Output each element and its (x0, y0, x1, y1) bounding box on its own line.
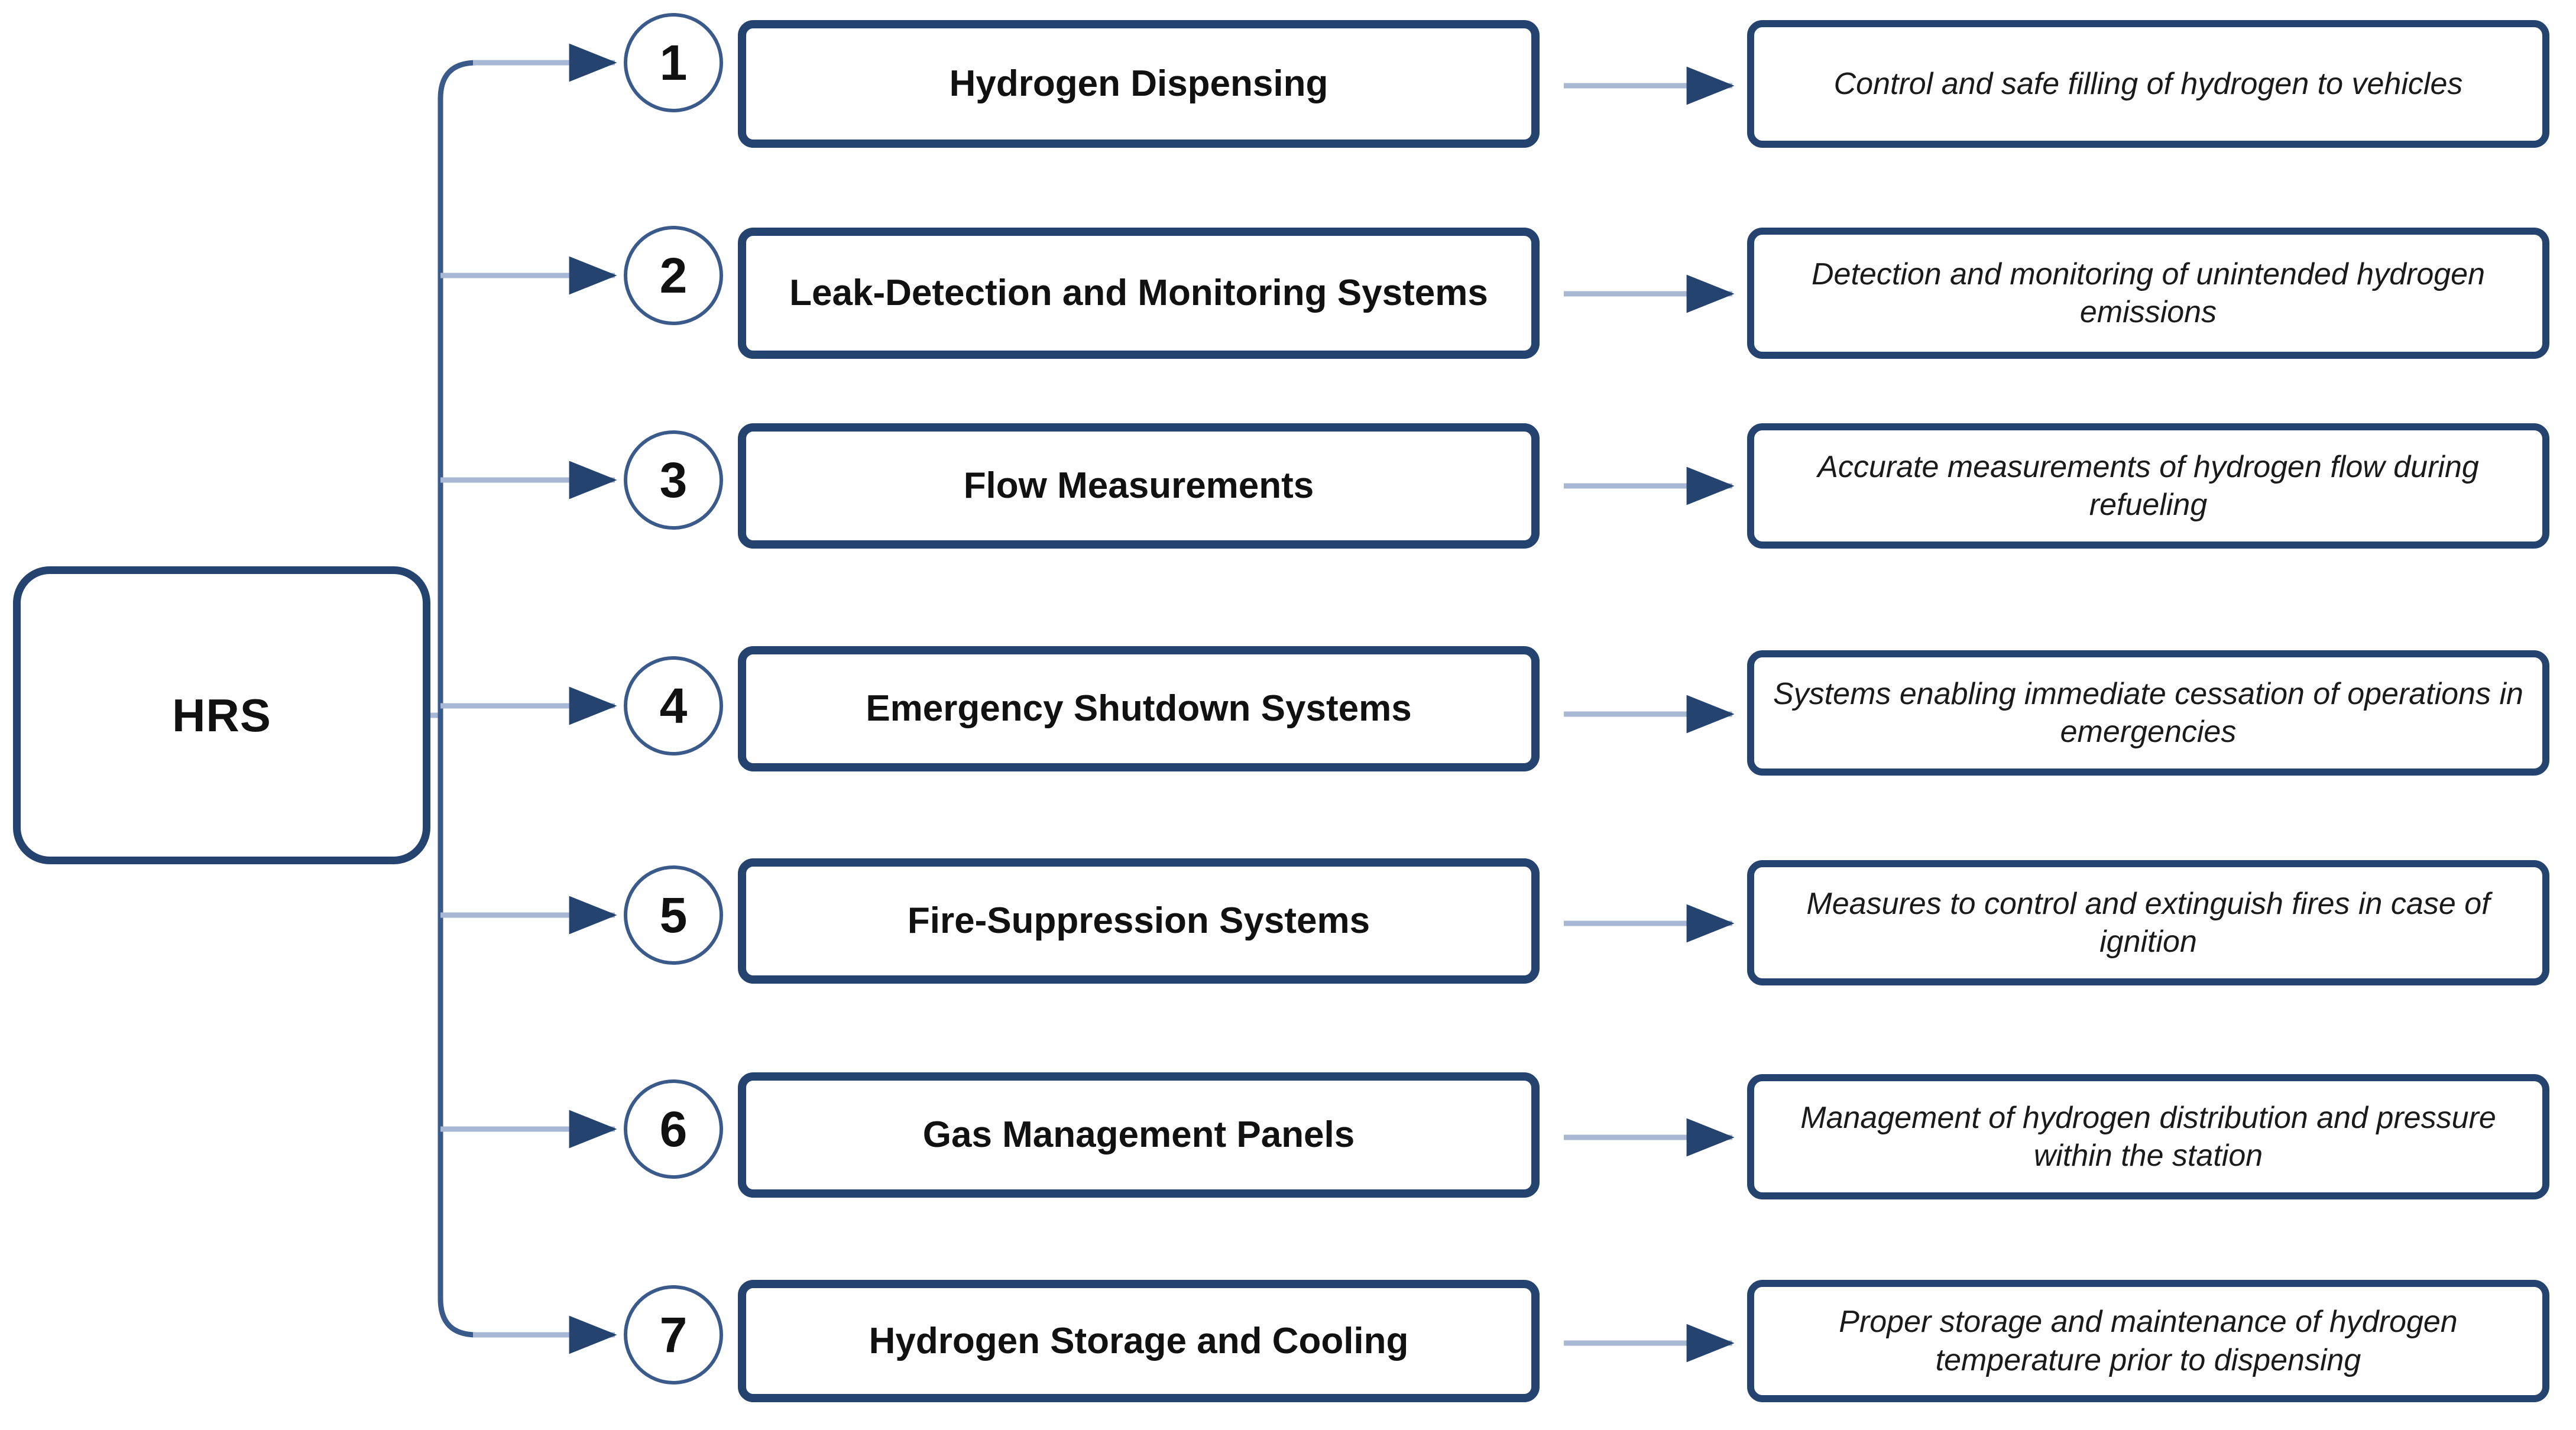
description-box-5-text: Measures to control and extinguish fires… (1806, 886, 2490, 959)
title-box-4-label: Emergency Shutdown Systems (866, 688, 1412, 729)
number-circle-6[interactable]: 6 (624, 1079, 723, 1179)
number-circle-4-label: 4 (659, 678, 688, 734)
title-box-1-label: Hydrogen Dispensing (949, 63, 1328, 105)
description-box-7[interactable]: Proper storage and maintenance of hydrog… (1747, 1280, 2549, 1402)
number-circle-5[interactable]: 5 (624, 865, 723, 965)
root-node-label: HRS (172, 689, 271, 741)
description-box-3-text: Accurate measurements of hydrogen flow d… (1817, 449, 2479, 522)
title-box-3-label: Flow Measurements (963, 465, 1314, 507)
description-box-3[interactable]: Accurate measurements of hydrogen flow d… (1747, 423, 2549, 549)
description-box-2[interactable]: Detection and monitoring of unintended h… (1747, 228, 2549, 359)
description-box-7-text: Proper storage and maintenance of hydrog… (1839, 1305, 2458, 1377)
trunk-line (438, 60, 479, 1338)
number-circle-1-label: 1 (659, 35, 688, 90)
number-circle-3[interactable]: 3 (624, 430, 723, 530)
number-circle-3-label: 3 (659, 452, 688, 508)
title-box-3[interactable]: Flow Measurements (738, 423, 1540, 549)
description-box-1-text: Control and safe filling of hydrogen to … (1833, 66, 2463, 101)
number-circle-7[interactable]: 7 (624, 1285, 723, 1384)
title-box-7[interactable]: Hydrogen Storage and Cooling (738, 1280, 1540, 1402)
title-box-1[interactable]: Hydrogen Dispensing (738, 20, 1540, 148)
title-box-4[interactable]: Emergency Shutdown Systems (738, 646, 1540, 771)
number-circle-1[interactable]: 1 (624, 13, 723, 112)
number-circle-4[interactable]: 4 (624, 656, 723, 755)
title-box-2[interactable]: Leak-Detection and Monitoring Systems (738, 228, 1540, 359)
description-box-4[interactable]: Systems enabling immediate cessation of … (1747, 650, 2549, 776)
description-box-6[interactable]: Management of hydrogen distribution and … (1747, 1074, 2549, 1199)
number-circle-2-label: 2 (659, 248, 688, 303)
number-circle-5-label: 5 (659, 887, 688, 943)
title-box-5-label: Fire-Suppression Systems (907, 900, 1370, 942)
description-box-5[interactable]: Measures to control and extinguish fires… (1747, 860, 2549, 985)
number-circle-2[interactable]: 2 (624, 226, 723, 325)
title-box-5[interactable]: Fire-Suppression Systems (738, 858, 1540, 984)
root-node-hrs[interactable]: HRS (13, 566, 430, 864)
description-box-4-text: Systems enabling immediate cessation of … (1773, 676, 2523, 749)
number-circle-6-label: 6 (659, 1101, 688, 1157)
title-box-2-label: Leak-Detection and Monitoring Systems (789, 273, 1488, 314)
title-box-7-label: Hydrogen Storage and Cooling (869, 1320, 1409, 1361)
description-box-1[interactable]: Control and safe filling of hydrogen to … (1747, 20, 2549, 148)
number-circle-7-label: 7 (659, 1307, 688, 1363)
description-box-2-text: Detection and monitoring of unintended h… (1811, 257, 2486, 329)
title-box-6[interactable]: Gas Management Panels (738, 1072, 1540, 1198)
description-box-6-text: Management of hydrogen distribution and … (1800, 1100, 2496, 1173)
title-box-6-label: Gas Management Panels (922, 1114, 1355, 1156)
